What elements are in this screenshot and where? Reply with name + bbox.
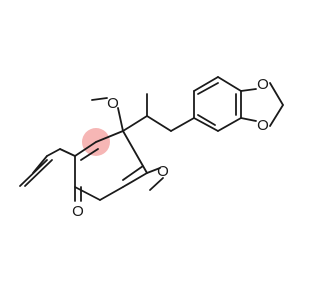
oxygen-dioxole-top-label: O xyxy=(257,76,269,93)
cyclohexadienone-ring xyxy=(74,130,148,201)
side-chain xyxy=(122,93,195,132)
methoxy-top-group xyxy=(91,97,124,132)
dioxole-ring xyxy=(240,82,284,127)
oxygen-methoxy-right-label: O xyxy=(157,163,169,180)
oxygen-methoxy-top-label: O xyxy=(107,95,119,112)
methoxy-right-group xyxy=(146,167,164,191)
benzodioxole-ring xyxy=(193,76,242,132)
oxygen-carbonyl-label: O xyxy=(72,203,84,220)
carbonyl-group xyxy=(74,186,82,202)
structure-canvas: O O O O O xyxy=(19,76,284,220)
molecule-structure-diagram: O O O O O xyxy=(19,76,284,220)
allyl-chain xyxy=(19,148,76,187)
oxygen-dioxole-bottom-label: O xyxy=(257,117,269,134)
